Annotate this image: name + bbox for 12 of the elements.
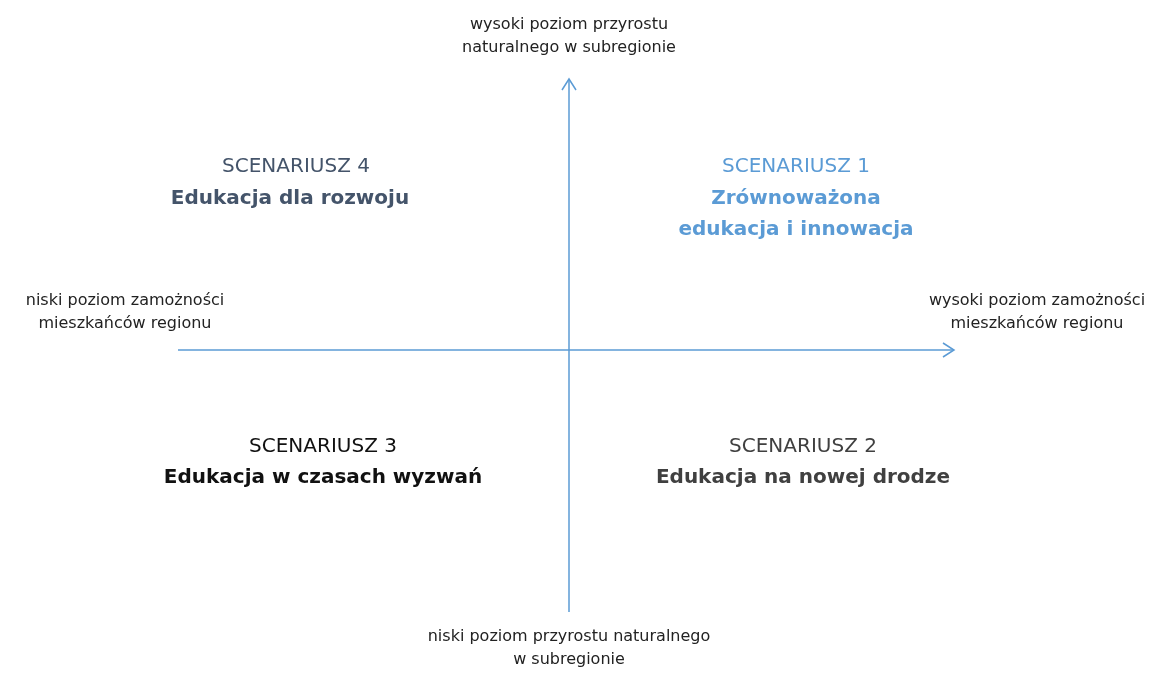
scenario-title: Edukacja w czasach wyzwań: [162, 463, 484, 490]
axis-label: wysoki poziom zamożności mieszkańców regionu: [927, 289, 1147, 334]
scenario-number: SCENARIUSZ 1: [721, 152, 871, 179]
axis-label: niski poziom przyrostu naturalnego w subregionie: [426, 625, 712, 670]
scenario-number: SCENARIUSZ 3: [248, 432, 398, 459]
scenario-number: SCENARIUSZ 2: [728, 432, 878, 459]
scenario-title: Zrównoważona edukacja i innowacja: [677, 184, 915, 242]
scenario-number: SCENARIUSZ 4: [221, 152, 371, 179]
axis-label: niski poziom zamożności mieszkańców regionu: [24, 289, 226, 334]
scenario-title: Edukacja na nowej drodze: [654, 463, 952, 490]
scenario-title: Edukacja dla rozwoju: [169, 184, 411, 211]
axis-label: wysoki poziom przyrostu naturalnego w subregionie: [461, 13, 677, 58]
